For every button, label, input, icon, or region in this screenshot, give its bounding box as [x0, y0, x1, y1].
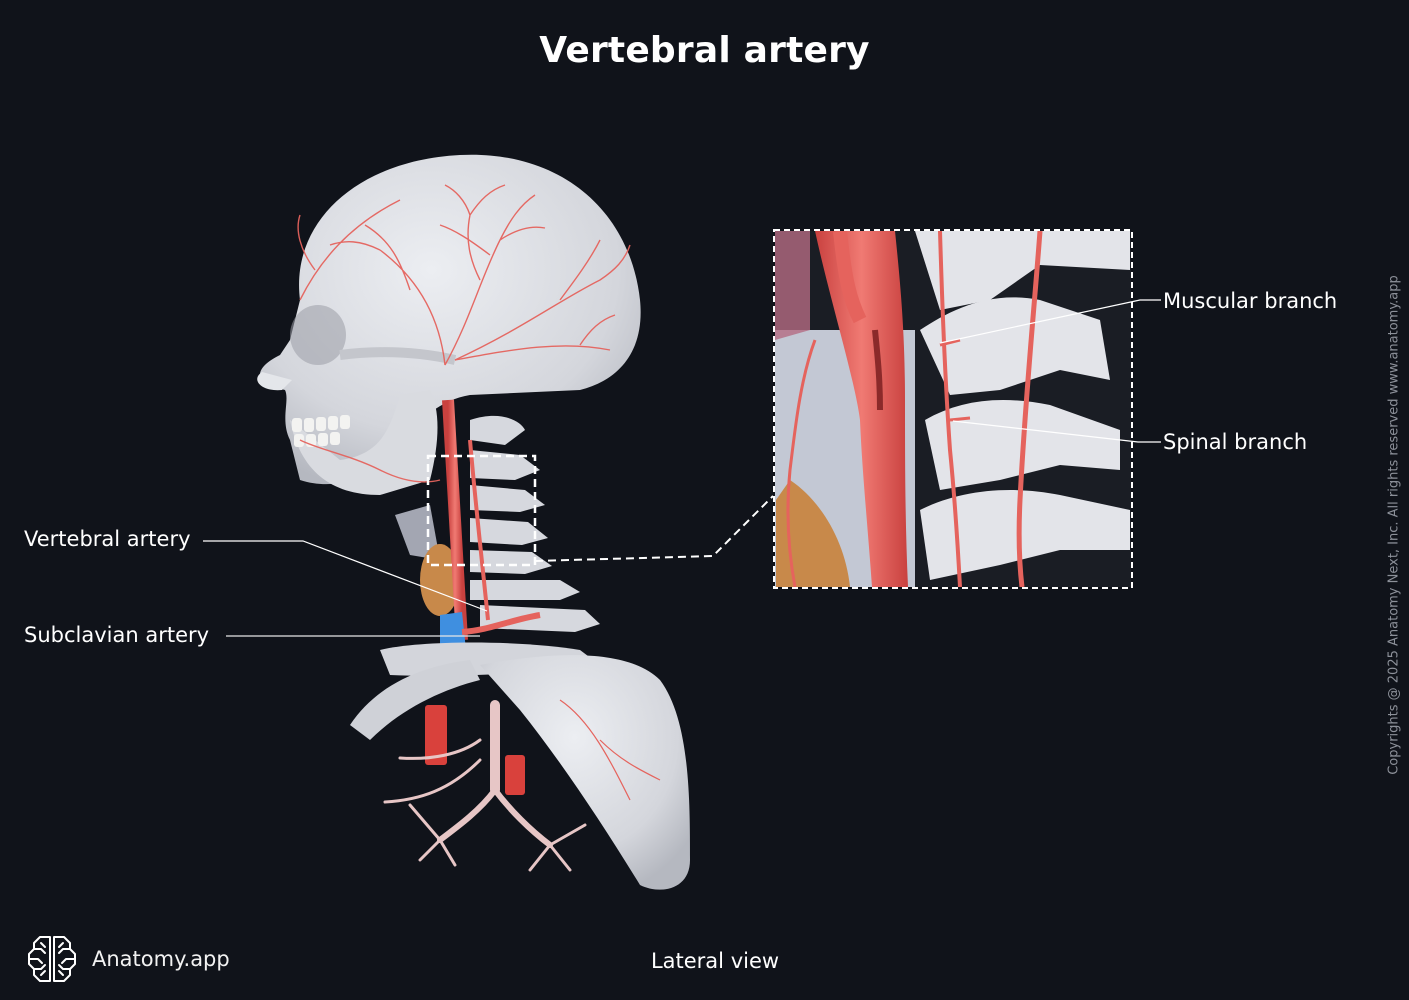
source-region-box: [426, 454, 537, 567]
skull: [257, 154, 641, 495]
label-spinal-branch: Spinal branch: [1163, 430, 1308, 454]
cranial-arteries: [297, 184, 631, 483]
thyroid: [420, 544, 460, 616]
cervical-spine: [470, 415, 600, 632]
bronchial-tree: [383, 700, 587, 872]
neck-vessels: [395, 399, 541, 652]
view-label: Lateral view: [650, 949, 780, 973]
label-vertebral-artery: Vertebral artery: [24, 527, 191, 551]
callout-connector: [534, 495, 774, 562]
zoom-box: [773, 229, 1133, 589]
leader-muscular-branch: [939, 299, 1161, 344]
label-subclavian-artery: Subclavian artery: [24, 623, 210, 647]
shoulder-girdle: [350, 642, 690, 890]
brain-icon: [28, 936, 76, 982]
page-title: Vertebral artery: [539, 30, 870, 71]
zoomed-inset-image: [775, 231, 1131, 587]
copyright-notice: Copyrights @ 2025 Anatomy Next, Inc. All…: [1386, 275, 1402, 775]
brand-name: Anatomy.app: [92, 947, 230, 971]
brand-logo[interactable]: Anatomy.app: [26, 934, 230, 984]
leader-spinal-branch: [952, 420, 1161, 443]
label-muscular-branch: Muscular branch: [1163, 289, 1338, 313]
leader-vertebral-artery: [203, 540, 488, 612]
